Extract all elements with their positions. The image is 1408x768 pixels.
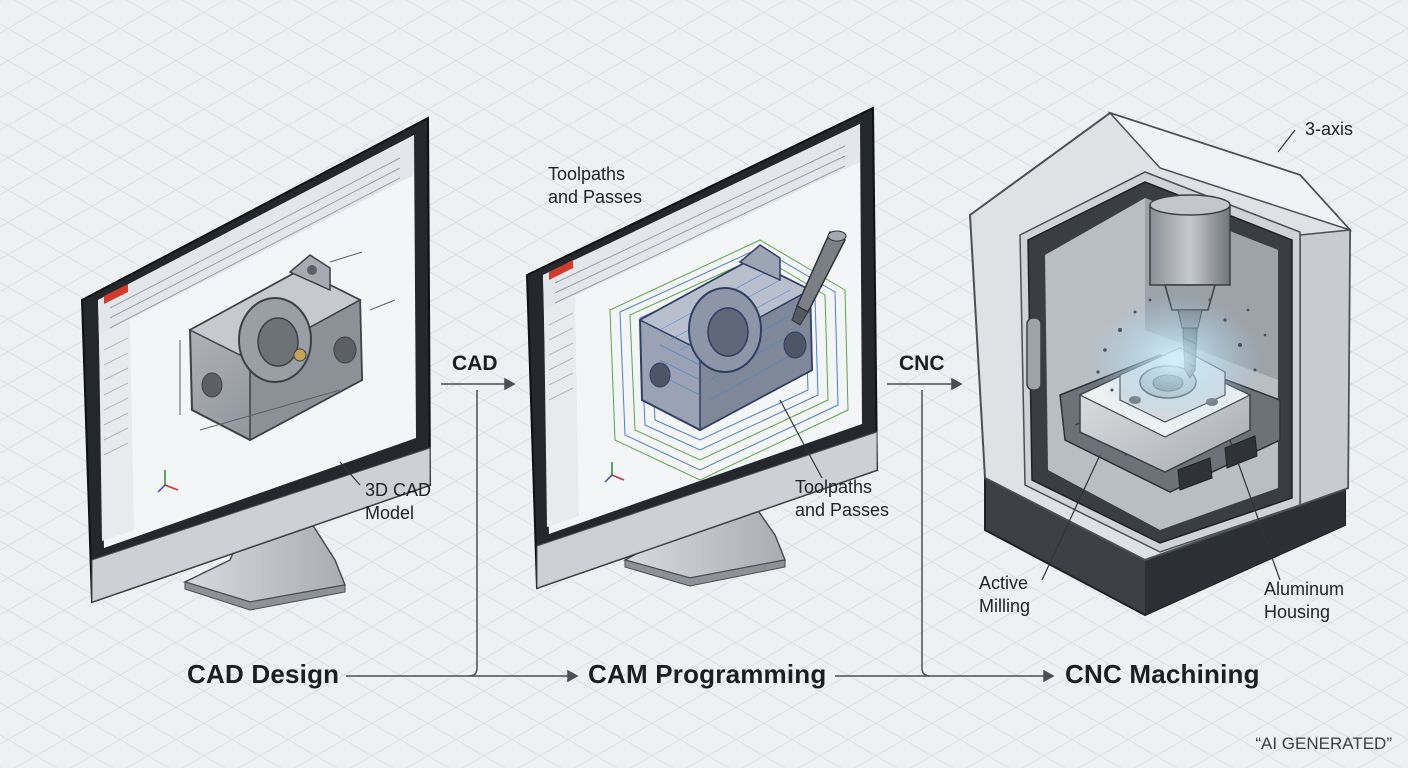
housing-leader [1229, 439, 1281, 581]
toolpaths-top-line2: and Passes [548, 187, 643, 207]
axis-label: 3-axis [1305, 119, 1354, 139]
cnc-machine [968, 111, 1353, 617]
cam-cutting-tool [791, 230, 847, 326]
stage-cad-design: CAD Design [187, 659, 340, 689]
model-label-line2: Model [365, 503, 415, 523]
toolpaths-leader [779, 399, 823, 479]
milling-label: Active Milling [979, 572, 1030, 618]
cam-monitor [525, 106, 879, 590]
toolpaths-label-line1: Toolpaths [795, 477, 873, 497]
housing-label-line1: Aluminum [1264, 579, 1345, 599]
metal-chips [1096, 298, 1267, 392]
cam-app-logo [549, 260, 573, 280]
toolpaths-label: Toolpaths and Passes [795, 476, 889, 522]
stage-cnc-machining: CNC Machining [1065, 659, 1260, 689]
flow-connectors [346, 377, 1055, 683]
milling-leader [1041, 454, 1101, 581]
milling-label-line1: Active [979, 573, 1029, 593]
toolpaths-top-label: Toolpaths and Passes [548, 163, 642, 209]
cnc-clamp-left [1177, 457, 1213, 491]
connector-cnc-vertical [921, 390, 931, 677]
toolpaths-label-line2: and Passes [795, 500, 890, 520]
model-leader [339, 461, 361, 486]
cad-feature-tree [99, 320, 134, 541]
cnc-door-handle [1026, 317, 1042, 391]
toolpaths-top-line1: Toolpaths [548, 164, 626, 184]
flow-label-cad: CAD [452, 352, 498, 375]
milling-label-line2: Milling [979, 596, 1031, 616]
stage-cam-programming: CAM Programming [588, 659, 827, 689]
watermark: “AI GENERATED” [1255, 734, 1392, 753]
cad-monitor [80, 116, 432, 611]
cam-part-model [638, 244, 814, 432]
housing-label-line2: Housing [1264, 602, 1331, 622]
axis-leader [1277, 129, 1296, 153]
model-label-line1: 3D CAD [365, 480, 432, 500]
flow-label-cnc: CNC [899, 352, 945, 375]
cam-operation-tree [544, 296, 579, 527]
housing-label: Aluminum Housing [1264, 578, 1344, 624]
connector-cad-vertical [468, 390, 478, 677]
coolant-spray [1090, 295, 1260, 425]
model-label: 3D CAD Model [365, 479, 431, 525]
cad-part-model [188, 254, 364, 442]
cnc-clamp-right [1224, 435, 1258, 469]
cad-app-logo [104, 284, 128, 304]
